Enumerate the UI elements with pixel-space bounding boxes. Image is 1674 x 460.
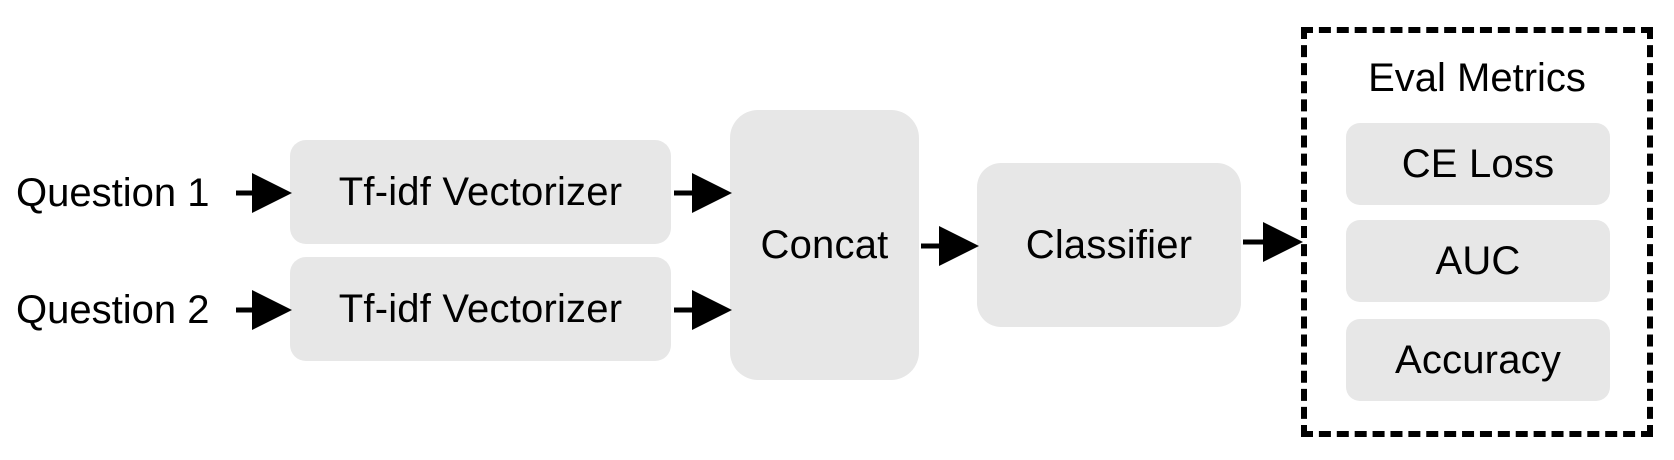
metric-ce-loss: CE Loss — [1346, 123, 1610, 205]
classifier-node: Classifier — [977, 163, 1241, 327]
eval-metrics-group — [1301, 27, 1653, 437]
eval-metrics-title: Eval Metrics — [1368, 56, 1586, 100]
metric-auc: AUC — [1346, 220, 1610, 302]
input-question-1-label: Question 1 — [16, 171, 210, 215]
concat-node: Concat — [730, 110, 919, 380]
input-question-2-label: Question 2 — [16, 288, 210, 332]
metric-accuracy: Accuracy — [1346, 319, 1610, 401]
tfidf-vectorizer-node-2: Tf-idf Vectorizer — [290, 257, 671, 361]
tfidf-vectorizer-node-1: Tf-idf Vectorizer — [290, 140, 671, 244]
